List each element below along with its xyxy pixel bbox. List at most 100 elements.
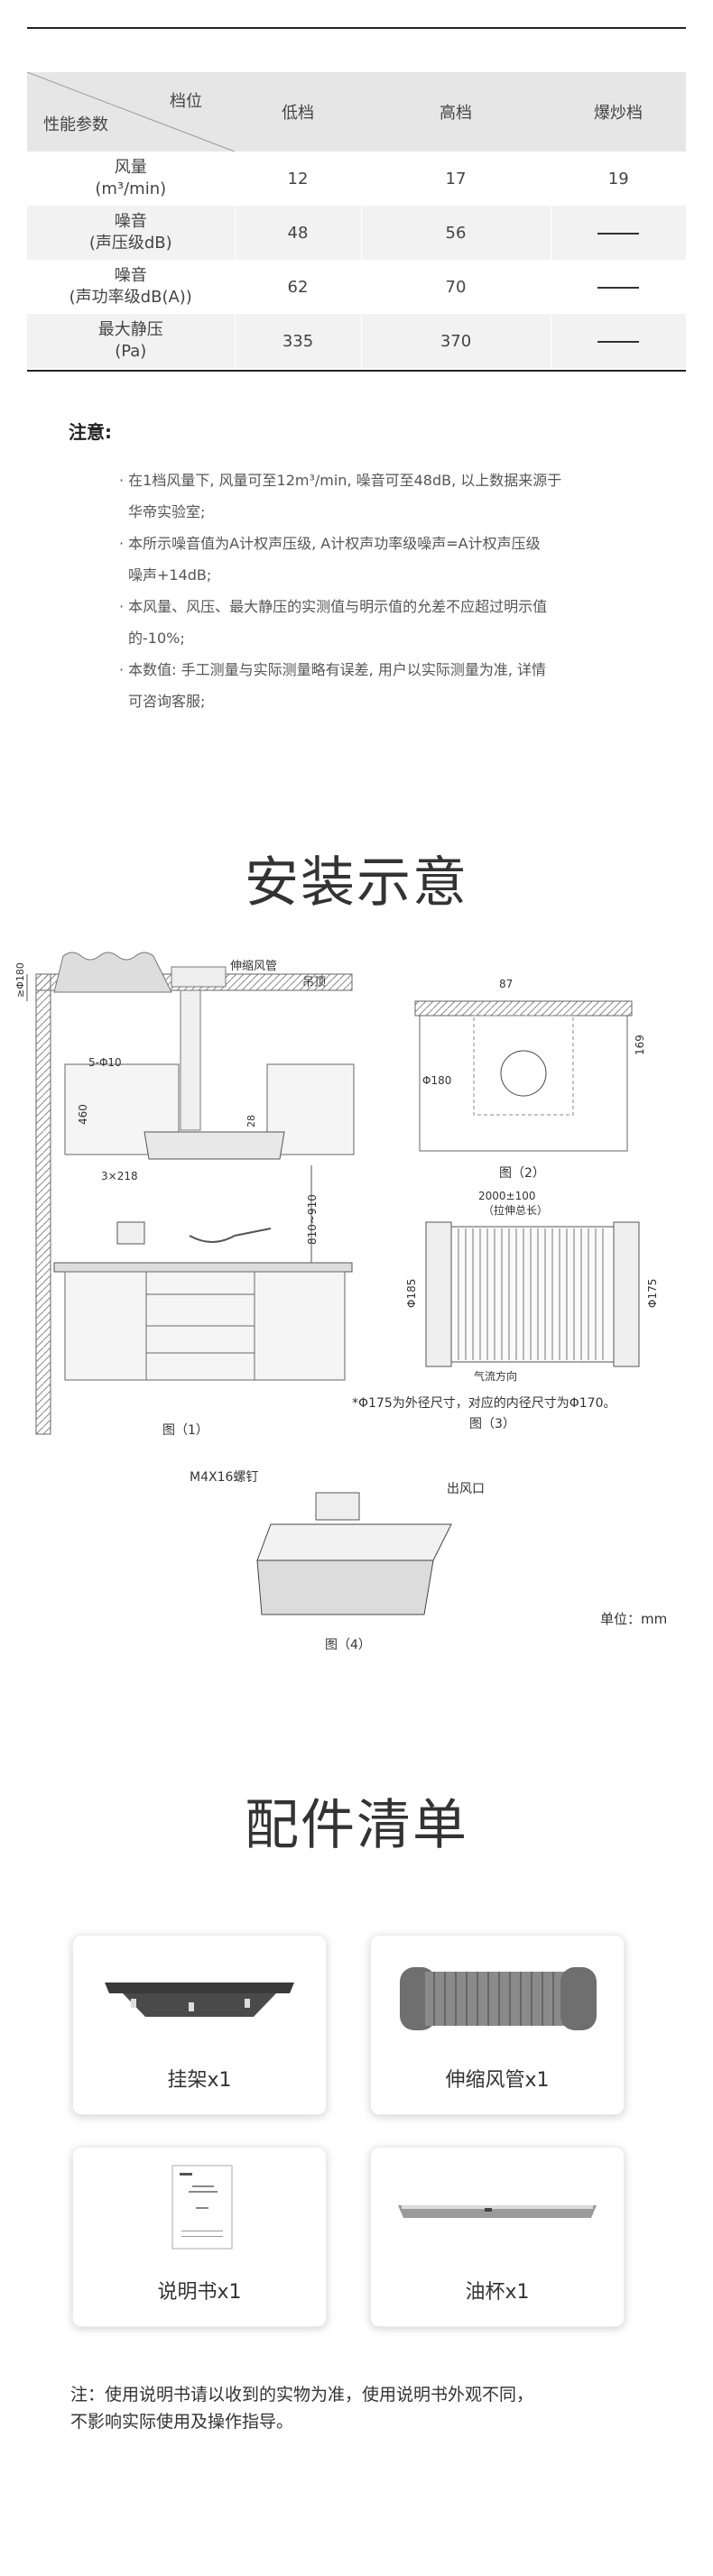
- fig2-duct-hole: [500, 1050, 547, 1097]
- row-param: 最大静压(Pa): [97, 320, 163, 361]
- spec-table: 档位 性能参数 低档 高档 爆炒档 风量(m³/min) 12 17 19 噪音…: [27, 72, 686, 368]
- install-title: 安装示意: [245, 851, 468, 915]
- note-line: 可咨询客服;: [128, 693, 206, 710]
- hood-body: [144, 1131, 285, 1160]
- fig3-note: *Φ175为外径尺寸，对应的内径尺寸为Φ170。: [352, 1395, 616, 1411]
- fig3-dim-left: Φ185: [405, 1279, 418, 1308]
- table-row: 最大静压(Pa) 335 370: [27, 314, 686, 368]
- figure-2: 87 169 Φ180 图（2）: [414, 978, 646, 1181]
- duct-body: [450, 1226, 615, 1363]
- fig2-caption: 图（2）: [499, 1166, 545, 1181]
- chimney: [180, 989, 201, 1131]
- fig2-dim-87: 87: [499, 978, 513, 990]
- cell-value: 62: [234, 260, 361, 314]
- diagonal-divider: [27, 72, 235, 152]
- accessory-label: 伸缩风管x1: [445, 2069, 550, 2092]
- fig1-top-dim: ≥Φ180: [14, 962, 26, 998]
- cell-dash: [550, 314, 686, 368]
- accessory-card-oil-cup: 油杯x1: [370, 2147, 625, 2327]
- fig1-duct-label: 伸缩风管: [230, 959, 277, 973]
- param-header: 性能参数: [43, 115, 108, 134]
- footnote-line: 注：使用说明书请以收到的实物为准，使用说明书外观不同，: [70, 2385, 534, 2405]
- installation-diagram: ≥Φ180 伸缩风管 吊顶 5-Φ10 460 28 3×218 810~910…: [14, 952, 667, 1652]
- fig3-caption: 图（3）: [469, 1417, 515, 1431]
- cell-value: 19: [550, 152, 686, 206]
- accessory-label: 说明书x1: [157, 2281, 242, 2304]
- accessory-label: 挂架x1: [167, 2069, 232, 2092]
- level-high-header: 高档: [440, 104, 472, 123]
- fig3-length-note: （拉伸总长）: [483, 1203, 548, 1217]
- accessories-title: 配件清单: [245, 1794, 468, 1857]
- fig4-outlet-flange: [315, 1492, 360, 1521]
- fig2-dim-phi: Φ180: [422, 1074, 451, 1087]
- table-row: 风量(m³/min) 12 17 19: [27, 152, 686, 206]
- cell-value: 70: [360, 260, 551, 314]
- notes-list: · 在1档风量下, 风量可至12m³/min, 噪音可至48dB, 以上数据来源…: [119, 465, 607, 717]
- duct-right-cuff: [613, 1221, 640, 1367]
- cell-value: 56: [360, 206, 551, 260]
- fig3-flow: 气流方向: [474, 1369, 517, 1383]
- note-line: 华帝实验室;: [128, 503, 206, 520]
- note-line: 的-10%;: [128, 630, 185, 647]
- oil-cup-icon: [398, 2205, 597, 2218]
- row-param: 噪音(声功率级dB(A)): [69, 266, 192, 307]
- note-line: · 在1档风量下, 风量可至12m³/min, 噪音可至48dB, 以上数据来源…: [119, 472, 562, 489]
- footnote-line: 不影响实际使用及操作指导。: [70, 2412, 294, 2432]
- pan: [189, 1228, 272, 1243]
- figure-4: M4X16螺钉 出风口 图（4）: [190, 1470, 485, 1652]
- fig1-dim-460: 460: [77, 1104, 89, 1125]
- header-corner-cell: 档位 性能参数: [27, 72, 235, 152]
- level-low-header: 低档: [282, 104, 314, 123]
- unit-label: 单位：mm: [600, 1611, 667, 1627]
- countertop: [53, 1262, 353, 1273]
- fig3-length: 2000±100: [478, 1190, 536, 1202]
- cell-value: 48: [234, 206, 361, 260]
- accessory-card-duct: 伸缩风管x1: [370, 1935, 625, 2115]
- fig1-caption: 图（1）: [162, 1423, 208, 1438]
- duct-left-cuff: [425, 1221, 452, 1367]
- row-param: 噪音(声压级dB): [88, 212, 172, 253]
- dash-mark: [597, 232, 640, 235]
- duct-ribs: [458, 1228, 604, 1360]
- cell-dash: [550, 206, 686, 260]
- pot: [116, 1221, 145, 1245]
- table-row: 噪音(声功率级dB(A)) 62 70: [27, 260, 686, 314]
- fig1-ceiling-label: 吊顶: [302, 976, 326, 989]
- manual-icon: [171, 2165, 233, 2249]
- level-boost-header: 爆炒档: [594, 104, 643, 123]
- duct-icon: [400, 1967, 597, 2030]
- fig1-holes: 5-Φ10: [88, 1056, 122, 1069]
- bracket-icon: [105, 1983, 294, 2017]
- cell-dash: [550, 260, 686, 314]
- row-param: 风量(m³/min): [95, 158, 167, 198]
- fig3-dim-right: Φ175: [646, 1279, 659, 1308]
- cell-value: 370: [360, 314, 551, 368]
- accessory-label: 油杯x1: [465, 2281, 530, 2304]
- cell-value: 12: [234, 152, 361, 206]
- fig4-outlet: 出风口: [447, 1482, 485, 1496]
- accessory-card-manual: 说明书x1: [72, 2147, 327, 2327]
- fig1-dim-3x218: 3×218: [101, 1170, 138, 1182]
- dash-mark: [597, 286, 640, 289]
- cell-value: 335: [234, 314, 361, 368]
- footnote: 注：使用说明书请以收到的实物为准，使用说明书外观不同， 不影响实际使用及操作指导…: [70, 2381, 657, 2435]
- duct-coil: [53, 952, 172, 993]
- fig4-hood-front: [256, 1559, 434, 1615]
- table-row: 噪音(声压级dB) 48 56: [27, 206, 686, 260]
- cell-value: 17: [360, 152, 551, 206]
- note-line: · 本数值: 手工测量与实际测量略有误差, 用户以实际测量为准, 详情: [119, 661, 546, 678]
- figure-1: ≥Φ180 伸缩风管 吊顶 5-Φ10 460 28 3×218 810~910…: [14, 952, 355, 1438]
- lower-cabinet-left: [64, 1271, 147, 1381]
- notes-title: 注意:: [69, 421, 112, 443]
- note-line: · 本风量、风压、最大静压的实测值与明示值的允差不应超过明示值: [119, 598, 548, 615]
- fig4-screw: M4X16螺钉: [190, 1470, 258, 1485]
- fig2-area: [473, 1015, 574, 1116]
- fig1-dim-height: 810~910: [306, 1194, 319, 1245]
- accessory-card-bracket: 挂架x1: [72, 1935, 327, 2115]
- wall: [35, 973, 51, 1435]
- fig2-dim-169: 169: [634, 1035, 646, 1055]
- fig2-ceiling: [414, 1000, 633, 1017]
- fig1-dim-28: 28: [245, 1115, 257, 1127]
- dash-mark: [597, 340, 640, 343]
- figure-3: 2000±100 （拉伸总长） Φ185 Φ175 气流方向 *Φ175为外径尺…: [352, 1190, 659, 1431]
